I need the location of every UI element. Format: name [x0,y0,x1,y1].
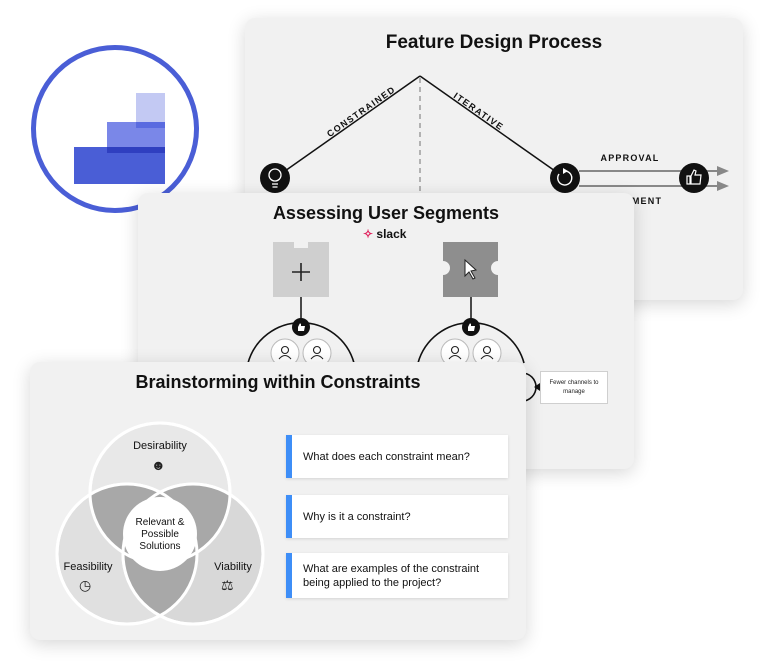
slack-label: slack [376,227,407,241]
scales-icon: ⚖ [221,577,234,593]
question-accent-bar [286,495,292,538]
question-text: What does each constraint mean? [303,450,470,463]
question-card: What are examples of the constraint bein… [286,553,508,598]
viability-label: Viability [214,561,252,573]
center-label: Relevant & Possible Solutions [135,517,185,552]
app-logo [31,45,199,213]
question-accent-bar [286,435,292,478]
stacked-blocks-logo-icon [74,93,165,184]
brainstorming-title: Brainstorming within Constraints [135,372,421,392]
feature-design-title: Feature Design Process [385,32,603,53]
puzzle-piece-right [443,242,498,297]
puzzle-piece-left [273,242,329,297]
refresh-icon [550,163,580,193]
user-segments-title: Assessing User Segments [272,203,500,223]
heart-eyes-icon: ☻ [151,457,166,473]
iterative-label: ITERATIVE [452,91,506,133]
constrained-label: CONSTRAINED [325,84,397,139]
question-accent-bar [286,553,292,598]
slack-brand: ✧ slack [363,227,406,241]
question-text: What are examples of the constraint bein… [303,562,480,589]
center-circle [123,497,197,571]
user-segments-diagram [247,242,540,402]
approval-label: APPROVAL [601,153,660,163]
cursor-icon [464,258,478,280]
question-text: Why is it a constraint? [303,510,411,523]
ment-label: MENT [632,196,662,206]
feasibility-label: Feasibility [63,561,113,573]
desirability-label: Desirability [133,440,187,452]
feature-design-diagram: CONSTRAINED ITERATIVE APPROVAL MENT [260,75,729,300]
question-card: What does each constraint mean? [286,435,508,478]
note-box: Fewer channels to manage [540,371,608,404]
venn-diagram [55,421,265,626]
clock-person-icon: ◷ [79,577,92,593]
thumbs-up-icon [679,163,709,193]
user-segments-card: Assessing User Segments ✧ slack [138,193,634,469]
brainstorming-card: Brainstorming within Constraints Desirab… [30,362,526,640]
feature-design-card: Feature Design Process CONSTRAINED ITERA… [245,18,743,300]
lightbulb-icon [260,163,290,193]
slack-logo-icon: ✧ [363,227,374,241]
question-card: Why is it a constraint? [286,495,508,538]
